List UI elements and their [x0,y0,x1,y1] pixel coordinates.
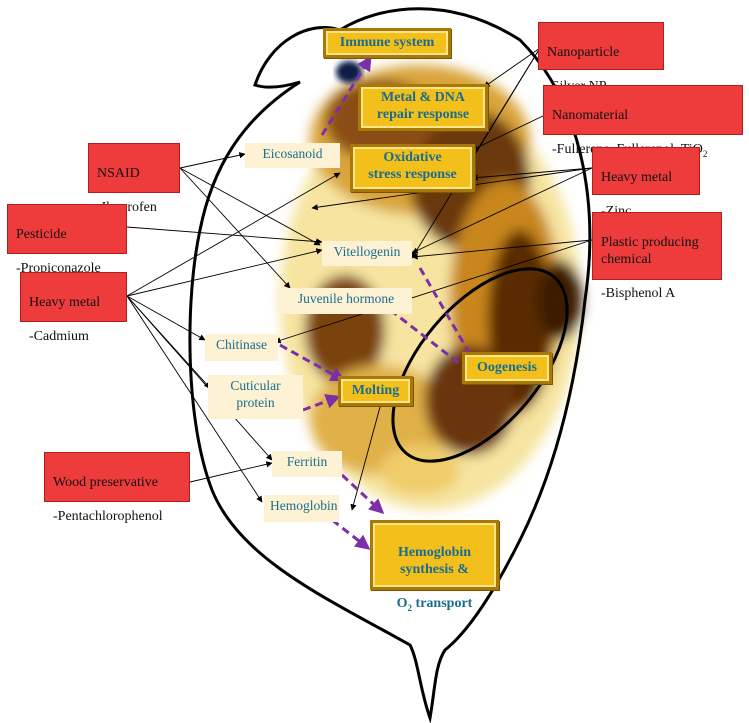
stressor-nanomaterial-subscript: 2 [702,148,708,159]
stressor-pesticide: Pesticide -Propiconazole [7,204,127,276]
stressor-heavy-metal-zinc: Heavy metal -Zinc [592,147,700,219]
response-hemoglobin-synthesis: Hemoglobin synthesis & O2 transport [370,520,499,612]
stressor-plastic-example: -Bisphenol A [601,286,676,301]
stressor-nanoparticle-title: Nanoparticle [547,45,620,60]
response-o2-subscript: 2 [407,602,413,613]
response-o2-prefix: O [396,596,408,611]
stressor-nsaid-title: NSAID [97,166,140,181]
stressor-nanoparticle: Nanoparticle -Silver NP [538,22,664,94]
response-o2-suffix: transport [412,596,473,611]
stressor-wood-title: Wood preservative [53,475,158,490]
target-cuticular-protein: Cuticular protein [208,375,303,419]
response-metal-dna-repair: Metal & DNA repair response [358,84,488,131]
stressor-nanomaterial-title: Nanomaterial [552,108,629,123]
ovary-outline [391,267,569,463]
response-oxidative-stress: Oxidative stress response [350,144,475,192]
response-immune-system: Immune system [323,28,451,58]
target-juvenile-hormone: Juvenile hormone [280,288,412,314]
stressor-wood-example: -Pentachlorophenol [53,509,163,524]
stressor-nanomaterial: Nanomaterial -Fullerene, Fullerenol, TiO… [543,85,743,158]
stressor-heavy-metal-cadmium: Heavy metal -Cadmium [20,272,127,344]
response-hemoglobin-line2: O2 transport [379,595,490,612]
target-ferritin: Ferritin [272,451,342,477]
stressor-cadmium-title: Heavy metal [29,295,101,310]
stressor-plastic-chemical: Plastic producing chemical -Bisphenol A [592,212,722,301]
stressor-cadmium-example: -Cadmium [29,329,89,344]
response-arrows [279,55,481,550]
stressor-pesticide-title: Pesticide [16,227,67,242]
response-molting: Molting [338,376,413,406]
response-oogenesis: Oogenesis [462,352,552,384]
stressor-zinc-title: Heavy metal [601,170,673,185]
target-eicosanoid: Eicosanoid [245,143,340,168]
target-hemoglobin: Hemoglobin [264,495,339,522]
stressor-nsaid: NSAID -Ibuprofen [88,143,180,215]
target-chitinase: Chitinase [205,334,278,361]
compound-eye [336,61,362,83]
stressor-wood-preservative: Wood preservative -Pentachlorophenol [44,452,190,524]
target-vitellogenin: Vitellogenin [322,241,412,266]
organism-outline [188,7,592,723]
response-hemoglobin-line1: Hemoglobin synthesis & [397,545,472,577]
stressor-plastic-title: Plastic producing chemical [601,235,699,267]
